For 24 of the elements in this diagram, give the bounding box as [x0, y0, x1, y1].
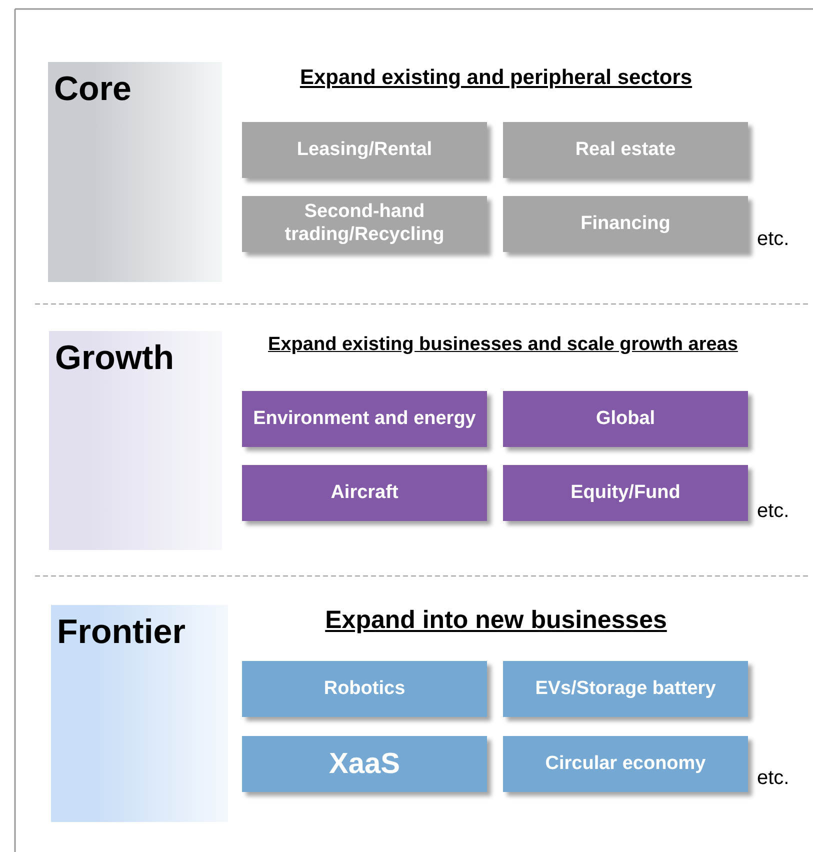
section-heading: Expand existing businesses and scale growth areas [268, 334, 738, 356]
etc-note: etc. [757, 767, 790, 790]
sector-box: Real estate [503, 122, 748, 178]
tier-title: Frontier [57, 613, 186, 652]
tier-title: Growth [55, 339, 174, 378]
tier-band [51, 605, 228, 822]
etc-note: etc. [757, 500, 790, 523]
growth-area-box: Global [503, 391, 748, 447]
section-heading: Expand into new businesses [325, 606, 667, 635]
etc-note: etc. [757, 228, 790, 251]
growth-area-box: Aircraft [242, 465, 487, 521]
sector-box: Financing [503, 196, 748, 252]
growth-area-box: Environment and energy [242, 391, 487, 447]
new-business-box: Circular economy [503, 736, 748, 792]
sector-box: Leasing/Rental [242, 122, 487, 178]
tier-band [48, 62, 222, 282]
new-business-box: EVs/Storage battery [503, 661, 748, 717]
section-heading: Expand existing and peripheral sectors [300, 66, 692, 90]
growth-area-box: Equity/Fund [503, 465, 748, 521]
new-business-box: Robotics [242, 661, 487, 717]
sector-box: Second-hand trading/Recycling [242, 196, 487, 252]
new-business-box: XaaS [242, 736, 487, 792]
tier-title: Core [54, 70, 132, 109]
tier-band [49, 331, 222, 550]
